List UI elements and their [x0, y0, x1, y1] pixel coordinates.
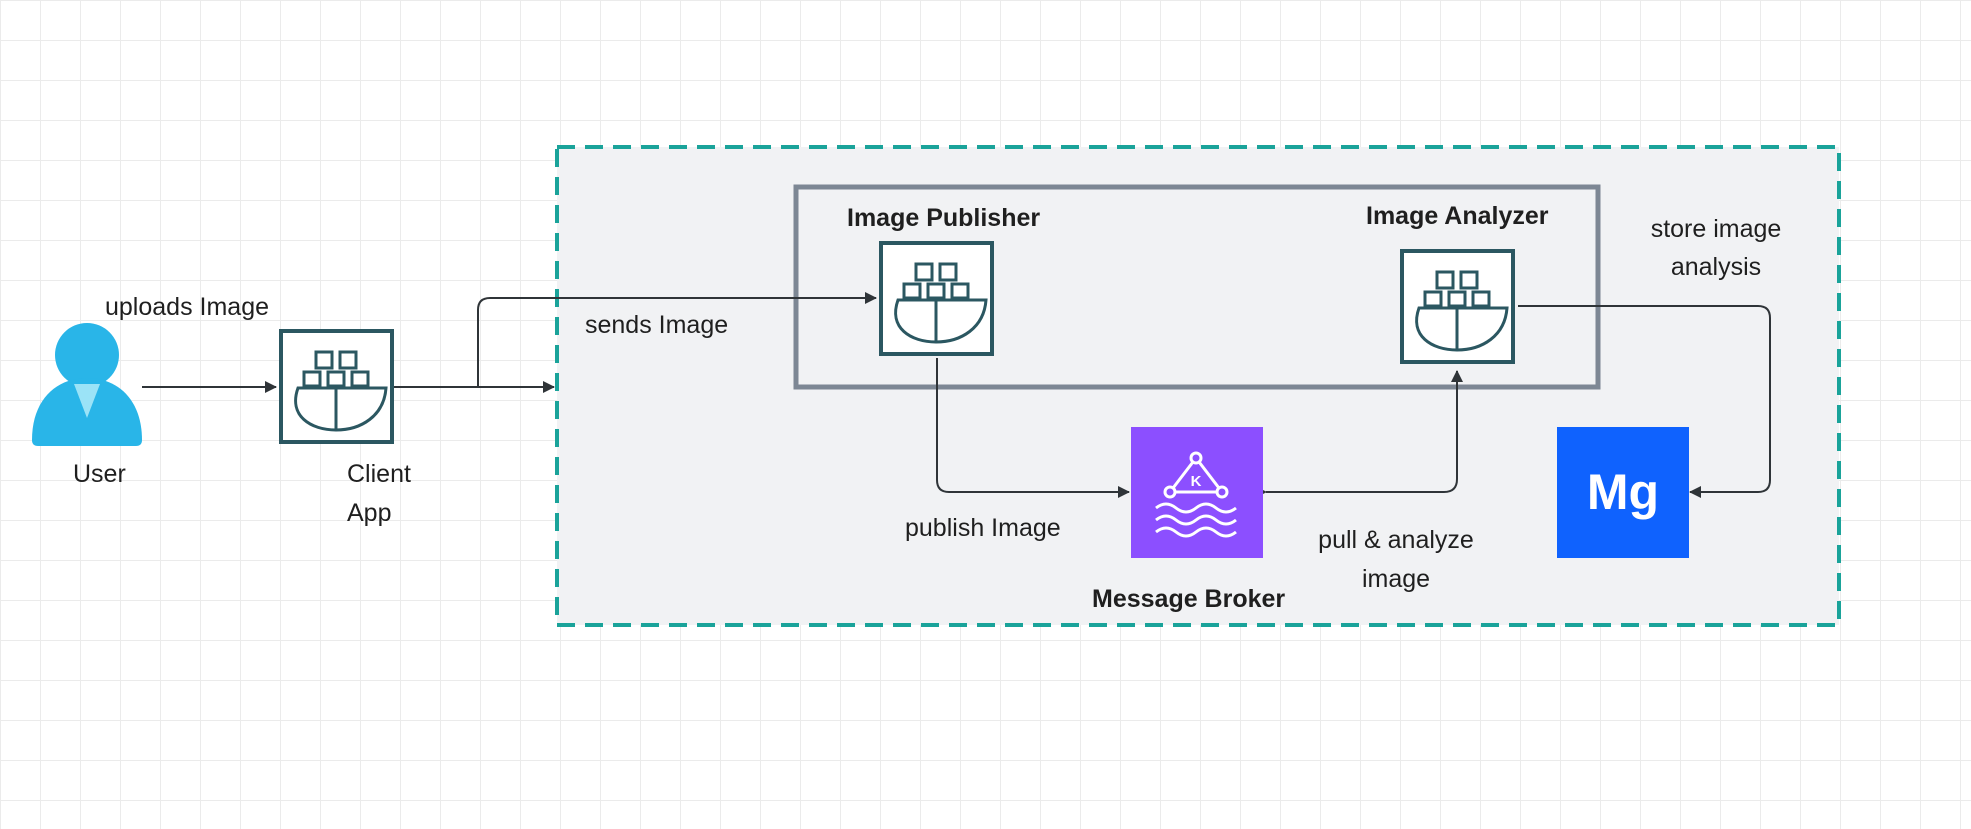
edge-label-uploads: uploads Image	[105, 293, 269, 321]
edge-analyzer-to-db[interactable]	[1518, 305, 1771, 498]
edge-broker-analyzer[interactable]	[1255, 370, 1463, 498]
client-app-label-line1: Client	[347, 460, 411, 488]
mongodb-logo-text: Mg	[1587, 464, 1659, 520]
user-label: User	[73, 460, 126, 488]
user-icon[interactable]	[32, 323, 142, 446]
service-group	[793, 184, 1601, 390]
edge-label-sends: sends Image	[585, 311, 728, 339]
edge-client-to-publisher[interactable]	[477, 292, 877, 387]
edge-label-store-line2: analysis	[1671, 253, 1761, 281]
client-app-label-line2: App	[347, 499, 391, 527]
connectors	[142, 292, 1771, 498]
image-publisher-label: Image Publisher	[847, 204, 1040, 232]
image-analyzer-label: Image Analyzer	[1366, 202, 1549, 230]
edge-label-publish: publish Image	[905, 514, 1061, 542]
edge-label-pull-line2: image	[1362, 565, 1430, 593]
edge-label-store-line1: store image	[1651, 215, 1782, 243]
image-analyzer-node[interactable]	[1400, 249, 1515, 364]
edge-publisher-to-broker[interactable]	[936, 358, 1130, 498]
database-node[interactable]: Mg	[1557, 427, 1689, 558]
mongodb-icon[interactable]	[1557, 427, 1689, 558]
image-publisher-node[interactable]	[879, 241, 994, 356]
kafka-glyph	[1155, 451, 1237, 538]
message-broker-label: Message Broker	[1092, 585, 1285, 613]
message-broker-node[interactable]: K	[1131, 427, 1263, 558]
kafka-badge: K	[1191, 473, 1202, 490]
client-app-node[interactable]	[279, 329, 394, 444]
edge-label-pull-line1: pull & analyze	[1318, 526, 1474, 554]
